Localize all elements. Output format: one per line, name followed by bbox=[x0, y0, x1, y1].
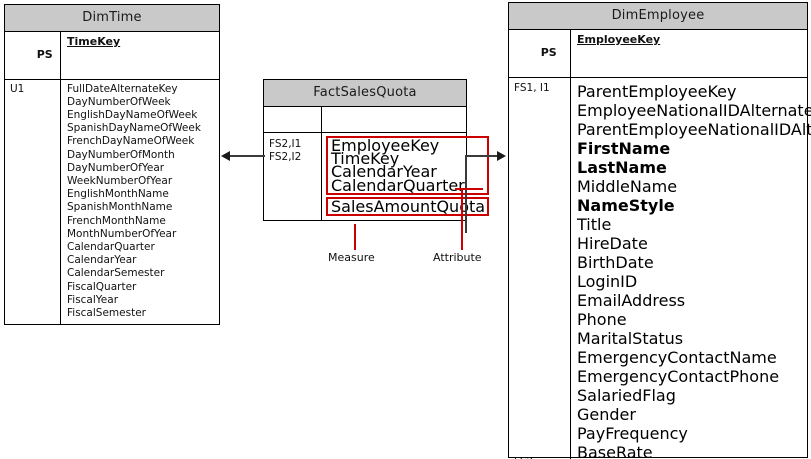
dim-time-primary-key: TimeKey bbox=[67, 35, 121, 48]
dim-employee-key-constraint: PS bbox=[509, 30, 571, 77]
dim-employee-field: BaseRate bbox=[577, 442, 653, 459]
entity-title-fact-sales-quota: FactSalesQuota bbox=[264, 80, 466, 107]
dim-employee-field: EmergencyContactName bbox=[577, 347, 777, 367]
dim-time-key-constraint: PS bbox=[5, 32, 61, 79]
dim-time-field: FiscalQuarter bbox=[67, 280, 137, 293]
dim-employee-field: PayFrequency bbox=[577, 423, 688, 443]
dim-employee-field: ParentEmployeeKey bbox=[577, 81, 737, 101]
dim-time-field: SpanishDayNameOfWeek bbox=[67, 122, 201, 135]
dim-time-field: CalendarQuarter bbox=[67, 241, 155, 254]
relationship-arrow-dimemployee bbox=[497, 151, 506, 161]
measure-annotation-label: Measure bbox=[328, 251, 375, 264]
fact-attribute-field: TimeKey bbox=[331, 149, 400, 169]
dim-employee-fields-row: FS1, I1 FS2 ParentEmployeeKeyEmployeeNat… bbox=[509, 77, 811, 459]
dim-time-field: DayNumberOfWeek bbox=[67, 95, 171, 108]
dim-time-field: EnglishDayNameOfWeek bbox=[67, 109, 198, 122]
dim-time-field: DayNumberOfMonth bbox=[67, 148, 175, 161]
dim-employee-field: LoginID bbox=[577, 271, 638, 291]
entity-dim-employee[interactable]: DimEmployee PS EmployeeKey FS1, I1 FS2 P… bbox=[508, 2, 811, 459]
dim-time-field: MonthNumberOfYear bbox=[67, 227, 177, 240]
dim-employee-field: ParentEmployeeNationalIDAlternateKey bbox=[577, 119, 811, 139]
measure-highlight-box: SalesAmountQuota bbox=[326, 196, 490, 217]
fact-index-label: FS2,I2 bbox=[269, 151, 302, 164]
dim-time-field: SpanishMonthName bbox=[67, 201, 173, 214]
entity-title-dim-employee: DimEmployee bbox=[509, 3, 807, 30]
relationship-elbow bbox=[465, 155, 467, 233]
measure-leader-line bbox=[354, 224, 356, 250]
dim-time-key-row: PS TimeKey bbox=[5, 32, 219, 80]
fact-attribute-field: CalendarQuarter bbox=[331, 175, 465, 195]
dim-employee-constraint-top: FS1, I1 bbox=[514, 81, 550, 94]
dim-employee-field: EmergencyContactPhone bbox=[577, 366, 780, 386]
dim-employee-field: MaritalStatus bbox=[577, 328, 684, 348]
dim-employee-field: LastName bbox=[577, 157, 667, 177]
dim-time-field: FullDateAlternateKey bbox=[67, 82, 178, 95]
attribute-leader-vertical bbox=[461, 188, 463, 250]
dim-employee-constraint-bottom: FS2 bbox=[514, 456, 533, 459]
entity-dim-time[interactable]: DimTime PS TimeKey U1 FullDateAlternateK… bbox=[4, 4, 220, 326]
dim-employee-field: EmailAddress bbox=[577, 290, 686, 310]
dim-time-field: EnglishMonthName bbox=[67, 188, 169, 201]
dim-employee-field: Phone bbox=[577, 309, 627, 329]
fact-measure-field: SalesAmountQuota bbox=[331, 196, 486, 216]
dim-employee-key-row: PS EmployeeKey bbox=[509, 30, 807, 78]
dim-employee-field: MiddleName bbox=[577, 176, 678, 196]
dim-time-field-constraint: U1 bbox=[5, 79, 61, 325]
relationship-arrow-dimtime bbox=[221, 151, 230, 161]
relationship-line-dimemployee bbox=[465, 155, 499, 157]
fact-attribute-field: CalendarYear bbox=[331, 162, 437, 182]
dim-employee-field-constraints: FS1, I1 FS2 bbox=[509, 77, 571, 459]
dim-time-field: FiscalYear bbox=[67, 293, 119, 306]
attribute-leader-horizontal bbox=[455, 188, 483, 190]
dim-employee-field: NameStyle bbox=[577, 195, 675, 215]
dim-employee-field: BirthDate bbox=[577, 252, 654, 272]
fact-empty-key-row bbox=[264, 107, 466, 133]
dim-time-field: WeekNumberOfYear bbox=[67, 175, 173, 188]
dim-time-field: DayNumberOfYear bbox=[67, 161, 165, 174]
relationship-line-dimtime bbox=[229, 155, 265, 157]
dim-time-field: FiscalSemester bbox=[67, 307, 146, 320]
fact-empty-key-left bbox=[264, 107, 322, 132]
dim-time-field: CalendarSemester bbox=[67, 267, 165, 280]
fact-attribute-field: EmployeeKey bbox=[331, 136, 440, 155]
fact-empty-key-right bbox=[322, 107, 466, 132]
entity-title-dim-time: DimTime bbox=[5, 5, 219, 32]
attribute-annotation-label: Attribute bbox=[433, 251, 482, 264]
dim-employee-field: HireDate bbox=[577, 233, 648, 253]
dim-employee-field: Title bbox=[577, 214, 612, 234]
dim-time-field: CalendarYear bbox=[67, 254, 137, 267]
dim-employee-field: Gender bbox=[577, 404, 636, 424]
dim-employee-field: FirstName bbox=[577, 138, 671, 158]
dim-time-field: FrenchDayNameOfWeek bbox=[67, 135, 195, 148]
dim-time-field: FrenchMonthName bbox=[67, 214, 166, 227]
dim-employee-primary-key: EmployeeKey bbox=[577, 33, 661, 46]
fact-index-label: FS2,I1 bbox=[269, 138, 302, 150]
dim-employee-field: SalariedFlag bbox=[577, 385, 676, 405]
dim-employee-field: EmployeeNationalIDAlternateKey bbox=[577, 100, 811, 120]
